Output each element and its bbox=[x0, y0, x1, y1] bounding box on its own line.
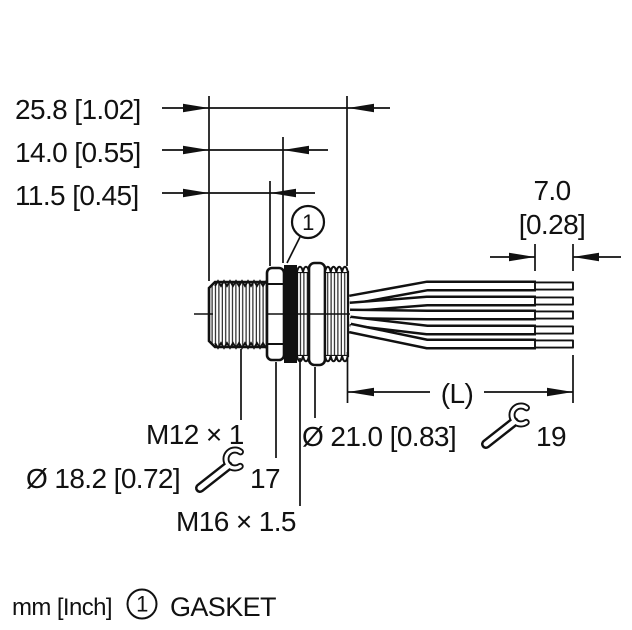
legend: mm [Inch] 1 GASKET bbox=[12, 588, 277, 622]
label-rear-wrench-size: 19 bbox=[536, 421, 566, 452]
m16-crests-b-bottom bbox=[324, 355, 349, 363]
arrow bbox=[183, 103, 209, 113]
m16-crests-b-top bbox=[324, 265, 349, 273]
balloon-1: 1 bbox=[290, 204, 326, 240]
arrow bbox=[270, 188, 296, 198]
leader-balloon bbox=[286, 236, 301, 264]
label-front-wrench-size: 17 bbox=[250, 463, 280, 494]
dim-overall-length: 25.8 [1.02] bbox=[15, 94, 141, 125]
dim-strip-mm: 7.0 bbox=[533, 175, 570, 206]
wrench-19-icon bbox=[481, 402, 534, 449]
arrow bbox=[348, 387, 374, 397]
connector-body bbox=[194, 261, 351, 367]
legend-balloon-label: GASKET bbox=[170, 592, 276, 622]
m12-thread-barrel bbox=[207, 279, 269, 350]
arrow bbox=[509, 252, 535, 262]
wires bbox=[348, 280, 574, 350]
legend-balloon-number: 1 bbox=[136, 592, 148, 617]
wire-5 bbox=[348, 322, 536, 350]
wire-3 bbox=[349, 308, 536, 321]
thread-crests-bottom bbox=[214, 341, 267, 350]
m16-crests-a-bottom bbox=[296, 355, 310, 363]
arrow bbox=[283, 145, 309, 155]
legend-balloon-circle bbox=[126, 588, 158, 620]
wire-1 bbox=[349, 280, 536, 306]
thread-crests-top bbox=[214, 279, 267, 288]
dim-front-thread-length: 11.5 [0.45] bbox=[15, 180, 139, 211]
label-front-diameter: Ø 18.2 [0.72] bbox=[26, 463, 180, 494]
legend-units: mm [Inch] bbox=[12, 594, 112, 621]
dim-cable-length: (L) bbox=[441, 378, 473, 409]
arrow bbox=[547, 387, 573, 397]
arrow bbox=[573, 252, 599, 262]
label-front-thread: M12 × 1 bbox=[146, 419, 244, 450]
dimension-texts: 25.8 [1.02] 14.0 [0.55] 11.5 [0.45] 7.0 … bbox=[15, 94, 586, 537]
dimension-arrows bbox=[183, 103, 599, 397]
arrow bbox=[183, 188, 209, 198]
arrow bbox=[183, 145, 209, 155]
dim-to-gasket: 14.0 [0.55] bbox=[15, 137, 141, 168]
stripped-wire-tips bbox=[534, 281, 574, 349]
balloon-number: 1 bbox=[302, 210, 314, 235]
wrench-17-icon bbox=[195, 446, 248, 493]
arrow bbox=[348, 103, 374, 113]
m12-thread-outline bbox=[207, 280, 269, 349]
wire-4 bbox=[349, 315, 536, 336]
label-rear-thread: M16 × 1.5 bbox=[176, 506, 296, 537]
dim-strip-inch: [0.28] bbox=[519, 209, 585, 240]
m16-crests-a-top bbox=[296, 265, 310, 273]
label-rear-diameter: Ø 21.0 [0.83] bbox=[302, 421, 456, 452]
balloon-circle bbox=[290, 204, 326, 240]
wire-2 bbox=[349, 295, 536, 313]
